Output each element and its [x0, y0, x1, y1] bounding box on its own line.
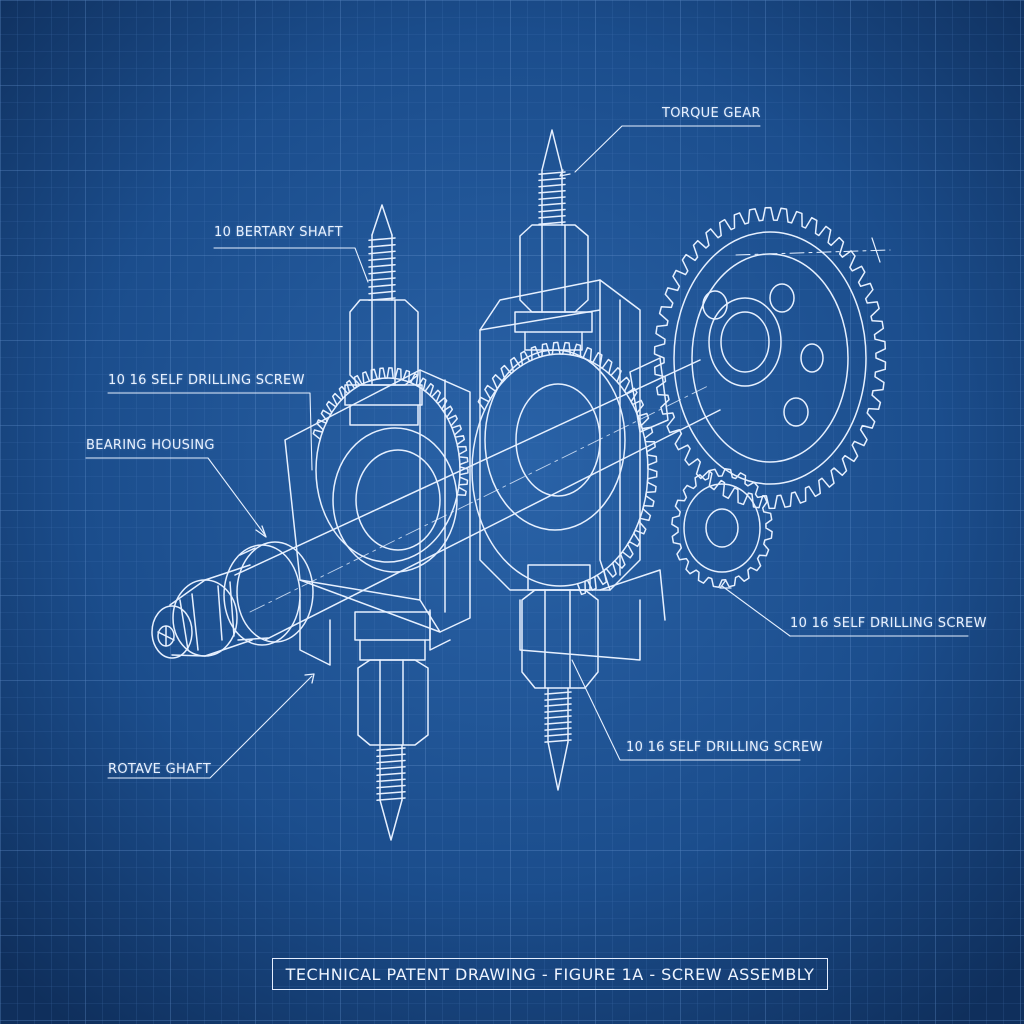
center-top-screw	[514, 129, 593, 351]
figure-caption: TECHNICAL PATENT DRAWING - FIGURE 1A - S…	[285, 964, 815, 984]
gear-hole	[783, 397, 809, 427]
torque-gear	[653, 206, 891, 510]
gear-bore	[720, 311, 770, 373]
gear-hub	[708, 297, 782, 387]
label-screw-upper-left: 10 16 SELF DRILLING SCREW	[108, 373, 305, 388]
big-gear-teeth	[653, 206, 887, 510]
shaft-end	[151, 541, 314, 659]
left-gear	[312, 367, 469, 563]
lower-left-screw	[354, 611, 431, 841]
gear-hole	[769, 283, 795, 313]
label-rotave-shaft: ROTAVE GHAFT	[108, 762, 212, 777]
label-screw-bottom: 10 16 SELF DRILLING SCREW	[626, 740, 823, 755]
callout-leaders	[85, 125, 969, 779]
upper-left-screw	[344, 204, 423, 426]
small-gear-teeth	[671, 468, 773, 588]
center-bottom-screw	[521, 564, 599, 791]
screw-thread	[376, 747, 406, 801]
torque-gear-teeth	[653, 206, 887, 510]
gear-hole	[800, 343, 824, 373]
screw-thread	[368, 237, 396, 302]
gear-axis-line	[735, 249, 891, 256]
left-bearing-housing	[284, 369, 471, 666]
torque-gear-rim	[673, 231, 867, 485]
main-shaft	[234, 357, 721, 641]
screw-thread	[538, 171, 566, 225]
middle-gear	[471, 341, 658, 596]
label-rotary-shaft: 10 BERTARY SHAFT	[214, 225, 343, 240]
small-gear	[671, 468, 773, 588]
label-screw-right: 10 16 SELF DRILLING SCREW	[790, 616, 987, 631]
screw-thread	[544, 691, 572, 743]
label-torque-gear: TORQUE GEAR	[662, 106, 761, 121]
figure-caption-box: TECHNICAL PATENT DRAWING - FIGURE 1A - S…	[272, 958, 828, 990]
label-bearing-housing: BEARING HOUSING	[86, 438, 215, 453]
